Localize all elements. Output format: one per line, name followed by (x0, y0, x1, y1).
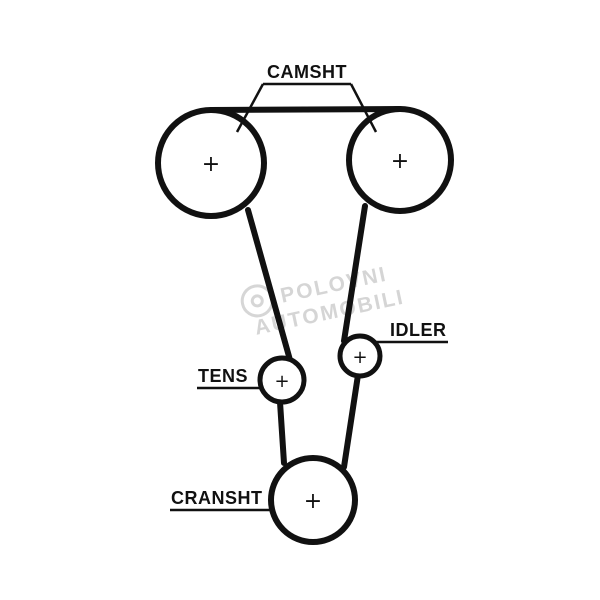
crankshaft-pulley (268, 455, 358, 545)
camshaft-pointer-left (235, 83, 265, 133)
tensioner-label: TENS (198, 366, 248, 386)
camshaft-pulley-left (155, 107, 267, 219)
camshaft-pulley-right (346, 106, 454, 214)
camshaft-pointer-right (349, 83, 378, 133)
idler-label: IDLER (390, 320, 447, 340)
tensioner-center-mark: + (274, 371, 289, 392)
crankshaft-label: CRANSHT (171, 488, 263, 508)
camshaft-right-center-mark: + (391, 149, 409, 174)
idler-pulley (337, 333, 383, 379)
belt-segment-leftcam-to-tensioner (245, 207, 293, 363)
belt-segment-tensioner-to-crank (277, 399, 287, 466)
belt-segment-rightcam-to-idler (341, 203, 368, 344)
crankshaft-center-mark: + (304, 489, 322, 514)
belt-segment-top (208, 106, 403, 113)
belt-segment-idler-to-crank (341, 372, 361, 470)
camshaft-label: CAMSHT (267, 62, 347, 82)
tensioner-pulley (257, 355, 307, 405)
camshaft-left-center-mark: + (202, 152, 220, 177)
watermark-logo-inner-icon (250, 294, 264, 308)
idler-center-mark: + (352, 347, 367, 368)
belt-path (208, 106, 403, 470)
